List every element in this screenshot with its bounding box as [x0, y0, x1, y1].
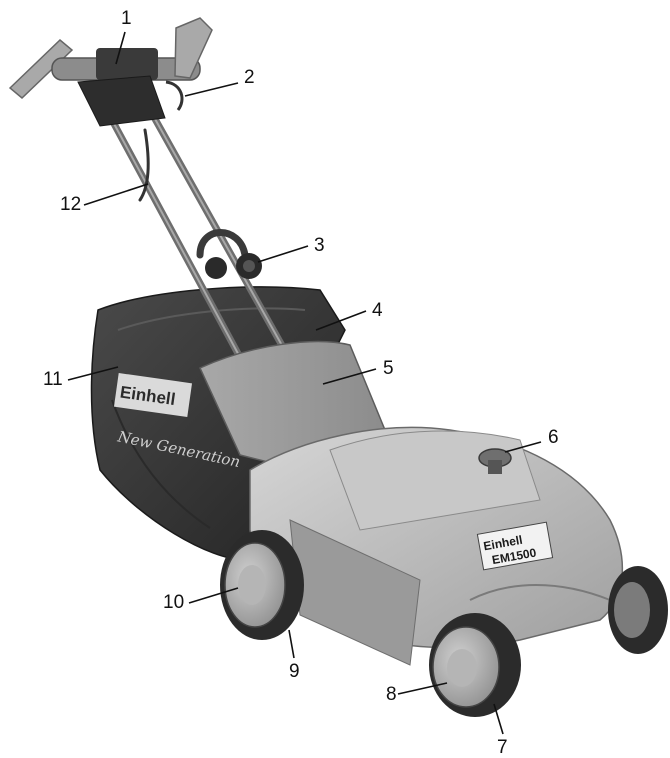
deck-logo-label: Einhell EM1500 [476, 521, 554, 571]
callout-7: 7 [497, 737, 508, 758]
deck-brand-text: Einhell [482, 533, 523, 554]
callout-10: 10 [163, 592, 185, 613]
callout-6: 6 [548, 427, 559, 448]
front-wheel-right [608, 566, 668, 654]
front-wheel [429, 613, 521, 717]
leader-lines [67, 31, 542, 735]
callout-12: 12 [60, 194, 82, 215]
callout-11: 11 [43, 369, 63, 390]
callout-9: 9 [289, 661, 300, 682]
callout-1: 1 [121, 8, 132, 29]
callout-4: 4 [372, 300, 383, 321]
callout-5: 5 [383, 358, 394, 379]
callout-2: 2 [244, 67, 255, 88]
cutting-height-knob [478, 448, 512, 474]
motor-housing [249, 426, 623, 666]
handle-clamp-knob [205, 253, 262, 279]
callout-8: 8 [386, 684, 397, 705]
callout-3: 3 [314, 235, 325, 256]
switch-box [77, 48, 184, 127]
rear-wheel [220, 530, 304, 640]
